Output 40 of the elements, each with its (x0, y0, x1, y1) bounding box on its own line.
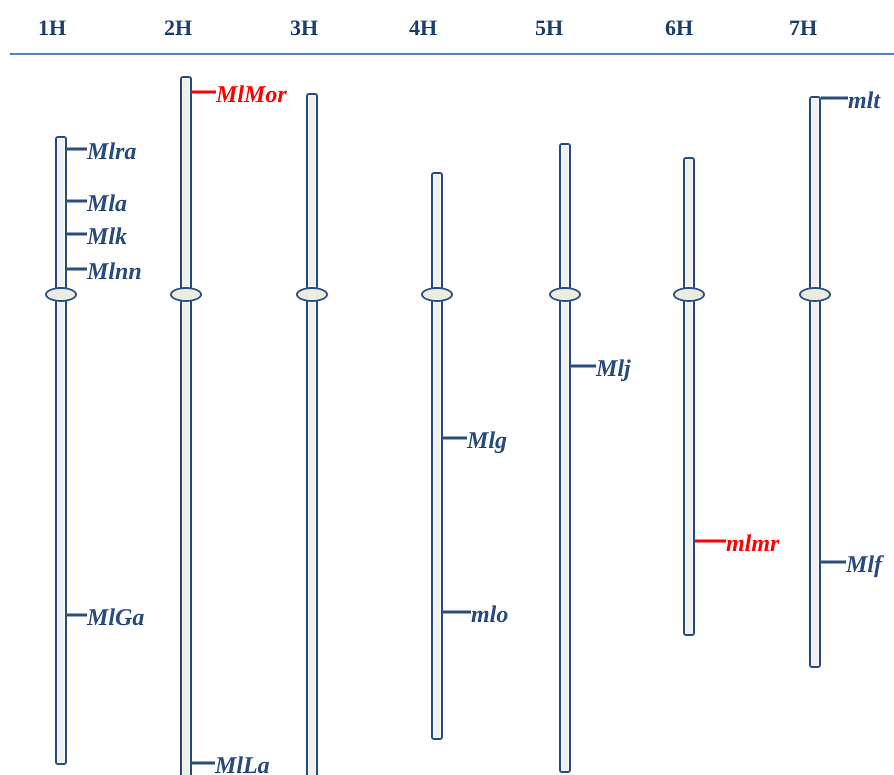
chromosome-bar (559, 143, 571, 773)
gene-label: MlLa (215, 752, 270, 775)
chromosome-bar (431, 172, 443, 740)
gene-label: Mlg (467, 427, 508, 455)
gene-label: Mlj (596, 355, 631, 383)
leader-line (821, 560, 846, 564)
gene-label: MlGa (87, 604, 144, 632)
gene-label: Mlra (87, 138, 136, 166)
gene-label: MlMor (216, 81, 287, 109)
gene-label: mlo (471, 601, 508, 629)
chromosome-label: 6H (664, 14, 694, 42)
gene-label: mlmr (726, 530, 780, 558)
chromosome-bar (809, 96, 821, 668)
leader-line (443, 436, 467, 440)
leader-line (443, 610, 471, 614)
leader-line (67, 148, 87, 150)
chromosome-label: 4H (408, 14, 438, 42)
chromosome-label: 7H (788, 14, 818, 42)
gene-label: mlt (848, 87, 880, 115)
chromosome-bar (180, 76, 192, 775)
chromosome-bar (55, 136, 67, 765)
leader-line (67, 200, 87, 202)
chromosome-label: 1H (38, 14, 66, 42)
chromosome-bar (306, 93, 318, 775)
chromosome-bar (683, 157, 695, 636)
gene-label: Mla (87, 190, 128, 218)
gene-label: Mlf (846, 551, 882, 579)
chromosome-label: 2H (164, 14, 192, 42)
gene-label: Mlnn (87, 258, 142, 286)
chromosome-label: 3H (290, 14, 318, 42)
leader-line (67, 232, 87, 236)
leader-line (695, 540, 726, 542)
gene-label: Mlk (87, 223, 128, 251)
leader-line (67, 614, 87, 616)
leader-line (571, 364, 596, 368)
leader-line (67, 268, 87, 270)
leader-line (192, 762, 215, 764)
leader-line (192, 90, 216, 94)
chromosome-label: 5H (534, 14, 564, 42)
leader-line (821, 96, 848, 100)
